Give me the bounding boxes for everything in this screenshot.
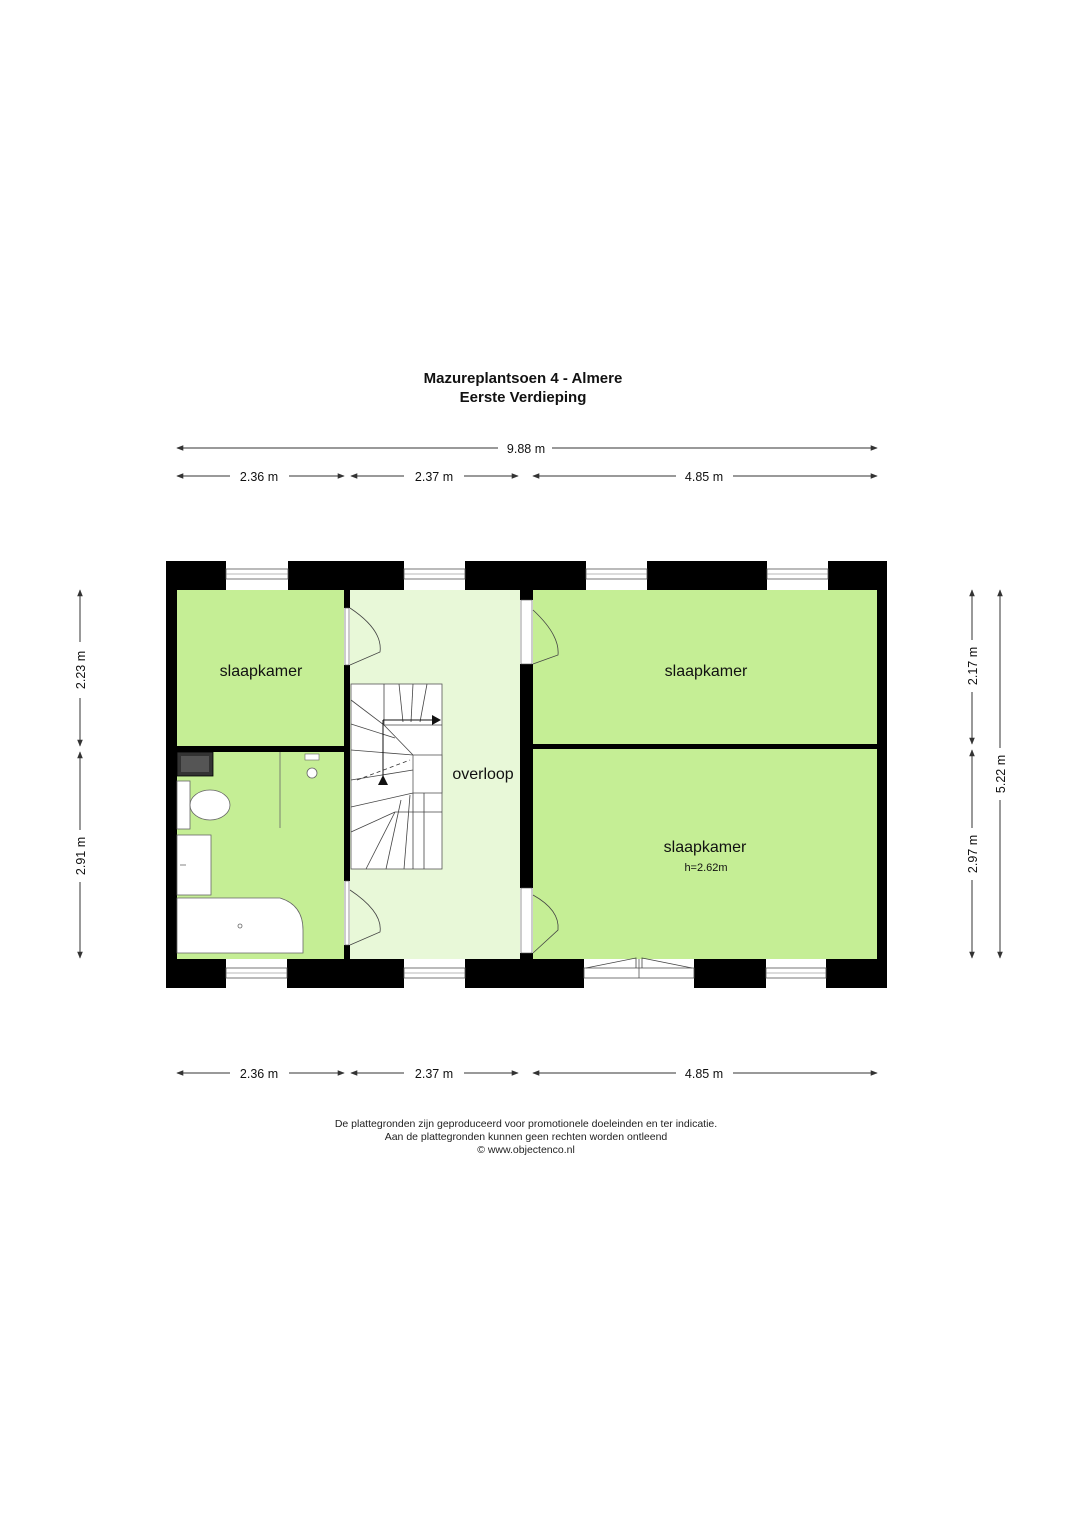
bedroom-1-area <box>177 590 344 746</box>
dim-top-3: 4.85 m <box>685 470 723 484</box>
dim-right-1: 2.17 m <box>966 647 980 685</box>
dim-top-2: 2.37 m <box>415 470 453 484</box>
dim-bottom-1: 2.36 m <box>240 1067 278 1081</box>
dim-right-total: 5.22 m <box>994 755 1008 793</box>
plan-title: Mazureplantsoen 4 - Almere <box>424 370 623 387</box>
bedroom-3-label: slaapkamer <box>664 839 747 856</box>
bedroom-2-label: slaapkamer <box>665 663 748 680</box>
right-dimensions: 2.17 m 2.97 m 5.22 m <box>966 589 1008 959</box>
top-dimensions: 9.88 m 2.36 m 2.37 m 4.85 m <box>176 442 878 484</box>
bottom-dimensions: 2.36 m 2.37 m 4.85 m <box>176 1067 878 1081</box>
doors <box>344 599 559 954</box>
toilet-icon <box>176 780 191 830</box>
bedroom-3-area <box>533 749 877 959</box>
bedroom-2-area <box>533 590 877 744</box>
staircase <box>350 683 443 870</box>
interior-walls <box>177 590 877 959</box>
dim-top-total: 9.88 m <box>507 442 545 456</box>
dim-bottom-2: 2.37 m <box>415 1067 453 1081</box>
footer-line-1: De plattegronden zijn geproduceerd voor … <box>335 1118 717 1130</box>
plan-subtitle: Eerste Verdieping <box>460 389 587 406</box>
dim-right-2: 2.97 m <box>966 835 980 873</box>
bathtub-icon <box>176 897 304 954</box>
dim-top-1: 2.36 m <box>240 470 278 484</box>
left-dimensions: 2.23 m 2.91 m <box>74 589 88 959</box>
bedroom-1-label: slaapkamer <box>220 663 303 680</box>
outer-walls <box>166 561 887 988</box>
dim-left-2: 2.91 m <box>74 837 88 875</box>
footer-copyright: © www.objectenco.nl <box>477 1144 575 1156</box>
shower-icon <box>306 767 318 779</box>
bedroom-3-height: h=2.62m <box>684 862 727 874</box>
footer-line-2: Aan de plattegronden kunnen geen rechten… <box>385 1131 668 1143</box>
dim-bottom-3: 4.85 m <box>685 1067 723 1081</box>
dim-left-1: 2.23 m <box>74 651 88 689</box>
bathroom-fixtures <box>176 751 320 954</box>
landing-label: overloop <box>452 766 513 783</box>
